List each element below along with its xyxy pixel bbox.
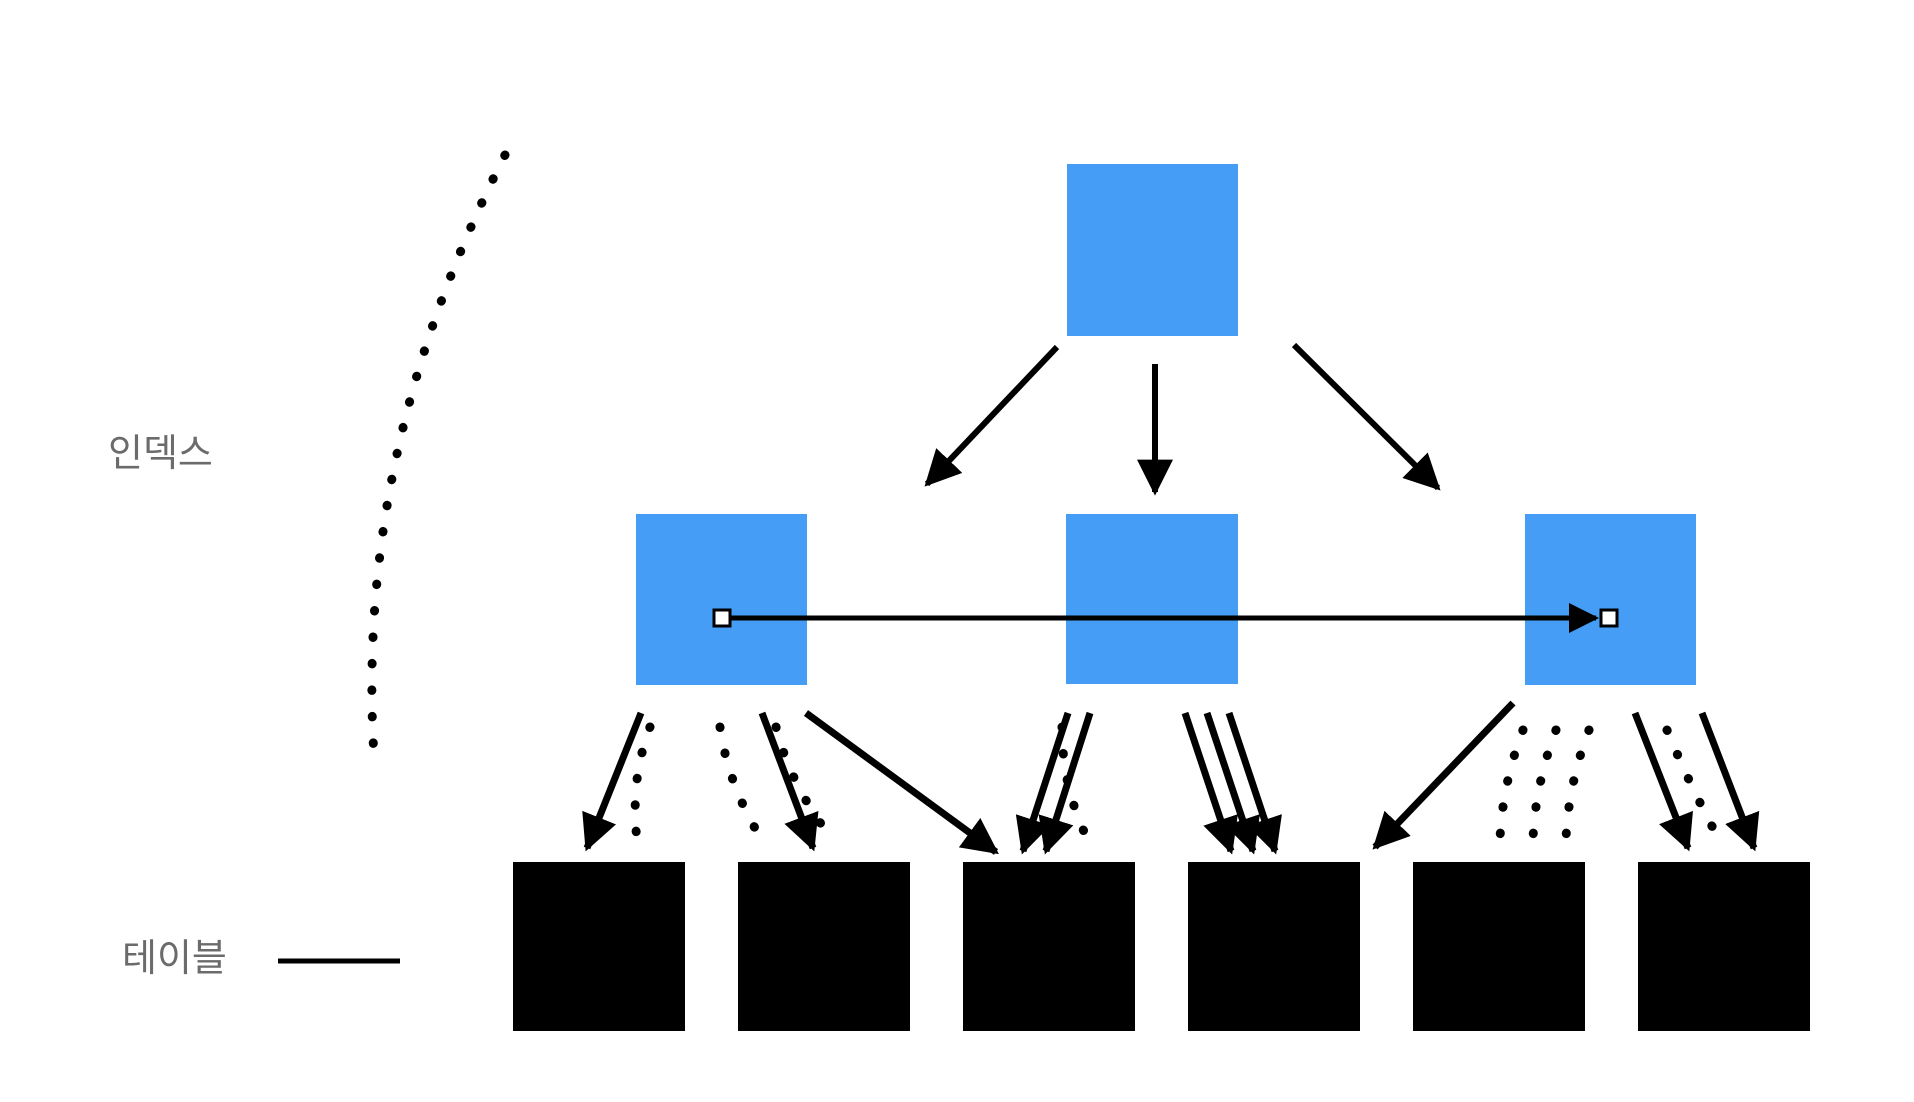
dotted-edge-6 [1528,725,1561,843]
index2-to-table4 [1181,711,1238,855]
table-block-6[interactable] [1638,862,1810,1031]
leaf-dotted-edges [630,722,1727,850]
dotted-edge-7 [1561,725,1594,843]
sibling-pointer-start-handle[interactable] [712,608,732,628]
index1-to-table1 [582,711,645,852]
dotted-edge-2 [715,722,767,845]
dotted-edge-5 [1495,725,1528,843]
index3-to-table6b [1698,711,1760,852]
sibling-pointer-end-handle[interactable] [1599,608,1619,628]
table-block-5[interactable] [1413,862,1585,1031]
index-node-3[interactable] [1525,514,1696,685]
index-node-2[interactable] [1066,514,1238,684]
index1-to-table3 [803,710,999,855]
leaf-solid-edges [582,700,1760,855]
table-block-2[interactable] [738,862,910,1031]
index3-to-table6 [1631,711,1693,852]
root-to-index-3 [1291,342,1441,491]
sibling-pointer[interactable] [712,603,1619,633]
dotted-edge-4 [1057,722,1093,845]
index3-to-table5 [1372,700,1516,850]
index2-to-table3 [1015,711,1072,855]
index-level-label: 인덱스 [108,433,213,475]
index2-to-table3b [1038,711,1094,855]
root-edges [924,342,1441,496]
index-node-1[interactable] [636,514,807,685]
index2-to-table4c [1225,711,1282,855]
root-to-index-1 [924,344,1060,487]
table-block-4[interactable] [1188,862,1360,1031]
root-index-node[interactable] [1067,164,1238,336]
index2-to-table4b [1203,711,1260,855]
table-level-label: 테이블 [122,938,227,980]
index1-to-table2 [758,711,819,852]
dotted-edge-1 [630,722,655,845]
table-blocks [513,862,1810,1031]
table-block-3[interactable] [963,862,1135,1031]
table-block-1[interactable] [513,862,685,1031]
index-scope-curve [367,150,510,761]
